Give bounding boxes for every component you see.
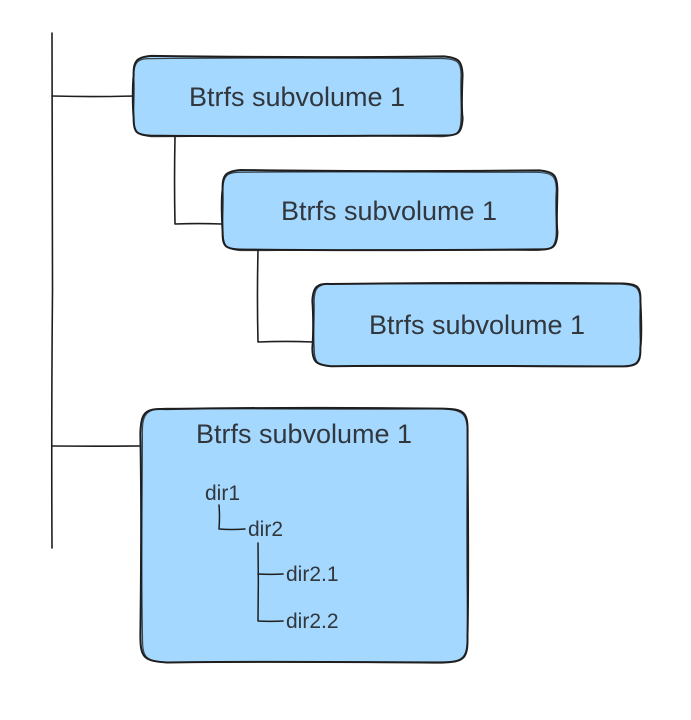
subvolume-box-1[interactable]: Btrfs subvolume 1: [131, 54, 464, 138]
tree-elbow-dir2-to-dir2.2: [257, 542, 284, 623]
box-label: Btrfs subvolume 1: [196, 419, 412, 449]
directory-tree: dir1 dir2 dir2.1 dir2.2: [205, 482, 339, 633]
box-sketch-overlay: [141, 407, 469, 663]
box-label: Btrfs subvolume 1: [369, 310, 585, 340]
box-shape: [131, 54, 464, 138]
box-sketch-overlay: [313, 283, 642, 367]
box-sketch-overlay: [133, 57, 462, 138]
subvolume-box-4[interactable]: Btrfs subvolume 1 dir1 dir2 dir2.1 dir2.…: [139, 406, 470, 664]
branch-to-subvolume-1: [51, 95, 134, 98]
box-label: Btrfs subvolume 1: [189, 82, 405, 112]
connector-lines: [50, 32, 314, 549]
tree-elbow-dir1-to-dir2: [218, 504, 246, 531]
tree-item-dir2.2: dir2.2: [286, 610, 339, 633]
tree-item-dir1: dir1: [205, 482, 240, 505]
trunk-line: [50, 32, 54, 549]
tree-item-dir2.1: dir2.1: [286, 563, 339, 586]
subvolume-box-3[interactable]: Btrfs subvolume 1: [311, 281, 643, 368]
box-sketch-overlay: [222, 171, 557, 252]
box-shape: [220, 168, 559, 252]
elbow-subvolume-1-to-2: [173, 136, 223, 225]
box-label: Btrfs subvolume 1: [281, 196, 497, 226]
elbow-subvolume-2-to-3: [256, 249, 314, 343]
subvolume-box-2[interactable]: Btrfs subvolume 1: [220, 168, 559, 252]
tree-item-dir2: dir2: [248, 518, 283, 541]
